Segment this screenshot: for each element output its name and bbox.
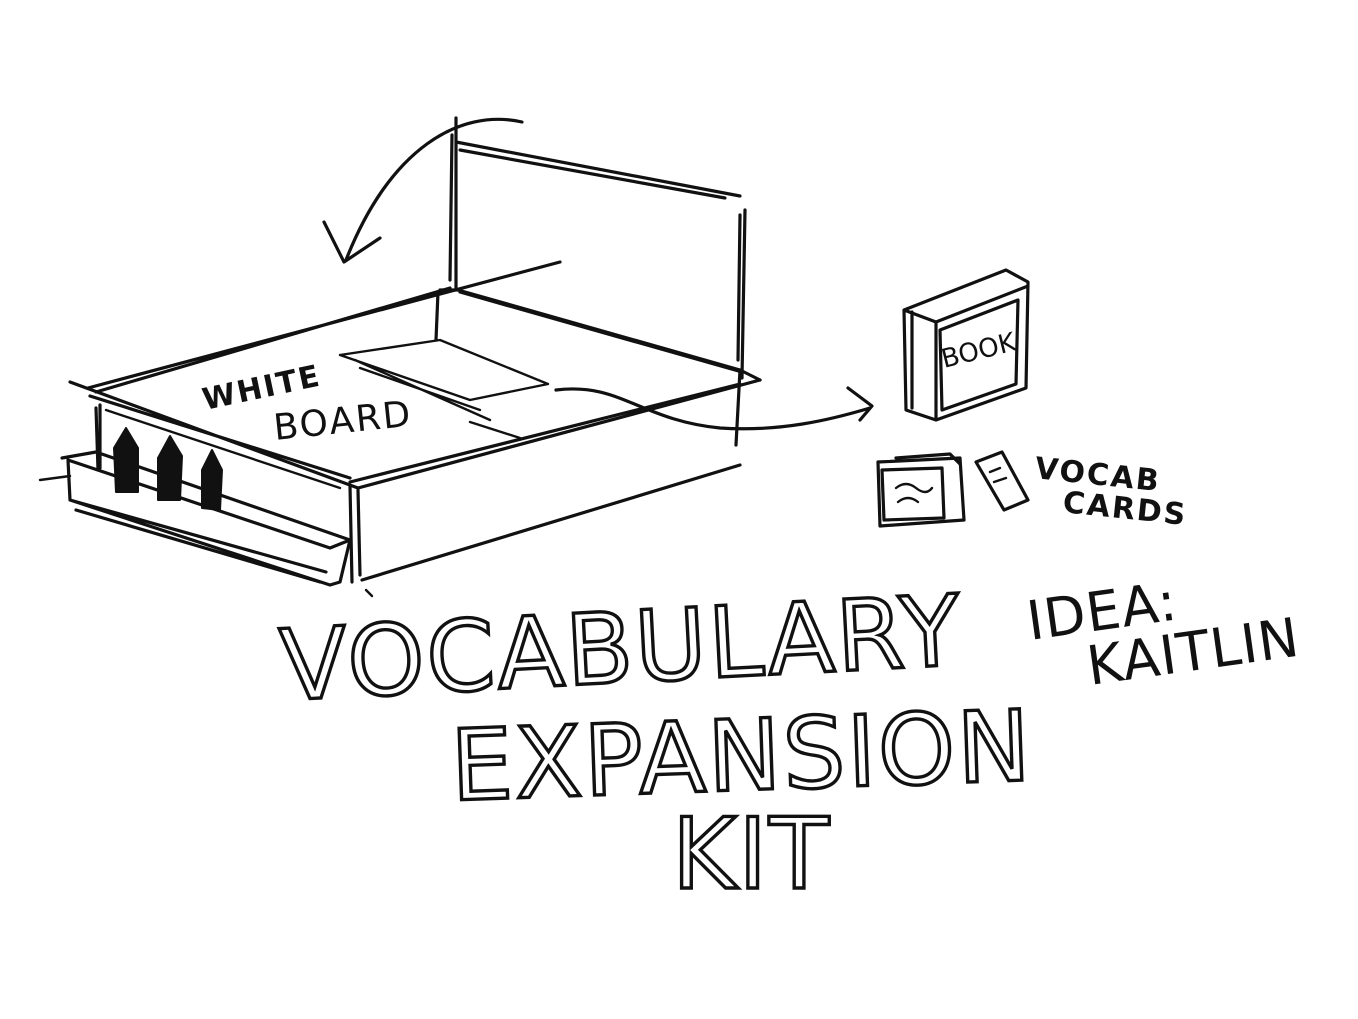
markers [113,427,223,511]
lid-close-arrow [322,117,524,264]
marker-tray [60,403,352,587]
title-line-2: EXPANSION [449,690,1034,824]
cards-label-2: CARDS [1061,485,1189,533]
book: BOOK [902,268,1030,422]
book-label: BOOK [938,327,1019,375]
whiteboard-label-2: BOARD [272,394,415,449]
tray-top [68,260,762,490]
card-stack-icon [876,452,966,528]
marker-1 [113,427,139,493]
kit-title: VOCABULARY EXPANSION KIT [276,573,1036,914]
single-card-icon [974,450,1030,512]
marker-2 [157,435,183,501]
book-icon [902,268,1030,422]
vocab-cards: VOCAB CARDS [876,450,1189,533]
contents-arrow [554,386,874,431]
marker-3 [201,449,223,511]
lid-panel [438,116,762,382]
title-line-3: KIT [672,798,831,912]
kit-box [38,116,762,598]
